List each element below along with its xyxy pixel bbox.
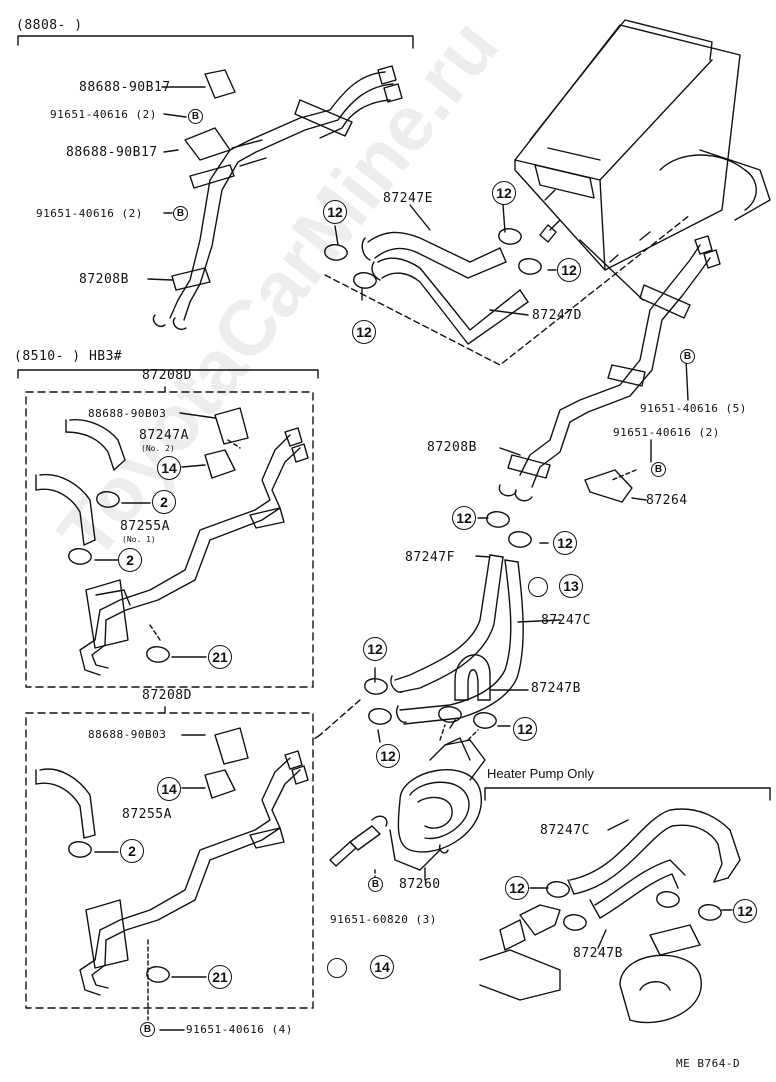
ref-13: 13 xyxy=(559,574,583,598)
hose-87247b xyxy=(454,654,491,701)
ref-12: 12 xyxy=(505,876,529,900)
ref-12: 12 xyxy=(376,744,400,768)
range-label-top: (8808- ) xyxy=(16,18,83,33)
part-87247c-b: 87247C xyxy=(540,823,590,838)
hose-87247f xyxy=(390,554,504,693)
ref-2: 2 xyxy=(120,839,144,863)
ref-12: 12 xyxy=(452,506,476,530)
ref-2: 2 xyxy=(118,548,142,572)
part-87264: 87264 xyxy=(646,493,688,508)
bolt-marker: B xyxy=(173,206,188,221)
ref-14: 14 xyxy=(157,777,181,801)
ref-12: 12 xyxy=(553,531,577,555)
ref-12: 12 xyxy=(352,320,376,344)
part-87247b-b: 87247B xyxy=(573,946,623,961)
part-87247a: 87247A xyxy=(139,428,189,443)
hose-87247e xyxy=(361,231,507,279)
part-91651-40616-2-c: 91651-40616 (2) xyxy=(613,426,720,439)
box1-art xyxy=(35,407,309,676)
ref-12: 12 xyxy=(733,899,757,923)
box2-art xyxy=(35,727,309,996)
part-87260: 87260 xyxy=(399,877,441,892)
o-ring xyxy=(528,577,548,597)
part-87247b: 87247B xyxy=(531,681,581,696)
bolt-marker: B xyxy=(140,1022,155,1037)
part-87255a-note: (No. 1) xyxy=(122,535,156,544)
ref-12: 12 xyxy=(323,200,347,224)
heater-unit xyxy=(514,19,771,271)
range-label-middle: (8510- ) HB3# xyxy=(14,349,123,364)
ref-21: 21 xyxy=(208,645,232,669)
part-91651-40616-2-a: 91651-40616 (2) xyxy=(50,108,157,121)
part-88688-90b17-b: 88688-90B17 xyxy=(66,145,158,160)
heater-pump-only-art xyxy=(479,808,741,1024)
ref-21: 21 xyxy=(208,965,232,989)
part-87247c: 87247C xyxy=(541,613,591,628)
part-87247e: 87247E xyxy=(383,191,433,206)
part-87208b-top: 87208B xyxy=(79,272,129,287)
bolt-marker: B xyxy=(651,462,666,477)
ref-2: 2 xyxy=(152,490,176,514)
bolt-marker: B xyxy=(368,877,383,892)
heater-pump-bracket xyxy=(484,787,771,801)
ref-12: 12 xyxy=(363,637,387,661)
part-88688-90b03-b: 88688-90B03 xyxy=(88,728,167,741)
box2-title: 87208D xyxy=(142,688,192,703)
ref-14: 14 xyxy=(370,955,394,979)
dashed-box-2 xyxy=(25,712,314,1009)
dashed-box-1 xyxy=(25,391,314,688)
part-87255a-a: 87255A xyxy=(120,519,170,534)
part-87255a-b: 87255A xyxy=(122,807,172,822)
o-ring xyxy=(327,958,347,978)
part-87247d: 87247D xyxy=(532,308,582,323)
part-91651-60820-3: 91651-60820 (3) xyxy=(330,913,437,926)
part-87208b-mid: 87208B xyxy=(427,440,477,455)
pipe-87208b-mid xyxy=(498,235,721,502)
pipe-87208b-top xyxy=(152,65,403,330)
section-title-heater-pump-only: Heater Pump Only xyxy=(487,766,594,781)
part-91651-40616-4: 91651-40616 (4) xyxy=(186,1023,293,1036)
ref-12: 12 xyxy=(492,181,516,205)
part-88688-90b03-a: 88688-90B03 xyxy=(88,407,167,420)
part-87247a-note: (No. 2) xyxy=(141,444,175,453)
ref-12: 12 xyxy=(513,717,537,741)
bolt-marker: B xyxy=(188,109,203,124)
box1-title: 87208D xyxy=(142,368,192,383)
part-87247f: 87247F xyxy=(405,550,455,565)
bolt-marker: B xyxy=(680,349,695,364)
part-91651-40616-5: 91651-40616 (5) xyxy=(640,402,747,415)
part-88688-90b17-a: 88688-90B17 xyxy=(79,80,171,95)
ref-12: 12 xyxy=(557,258,581,282)
hose-87247d xyxy=(371,257,529,345)
range-bracket-middle xyxy=(17,369,319,379)
dashed-hose-frame xyxy=(324,214,691,366)
pump-87260 xyxy=(371,737,486,871)
figure-code: ME B764-D xyxy=(676,1057,741,1070)
range-bracket-top xyxy=(17,35,414,49)
ref-14: 14 xyxy=(157,456,181,480)
part-91651-40616-2-b: 91651-40616 (2) xyxy=(36,207,143,220)
